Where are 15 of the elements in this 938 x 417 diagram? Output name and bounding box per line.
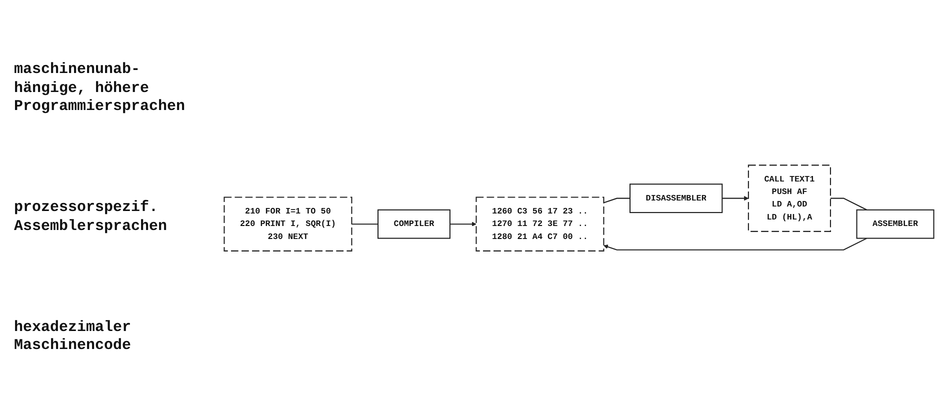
connector [352,224,378,226]
arrow [722,196,749,202]
row-label: prozessorspezif. Assemblersprachen [14,199,168,237]
node-box: DISASSEMBLER [630,184,723,214]
connector [604,198,630,204]
node-box: 1260 C3 56 17 23 .. 1270 11 72 3E 77 .. 1280 21 A4 C7 00 .. [476,197,604,252]
node-box: COMPILER [377,210,450,240]
row-label: maschinenunab- hängige, höhere Programmiersprachen [14,60,186,118]
arrow [604,238,868,251]
arrow [450,222,476,227]
connector [830,198,868,211]
node-box: 210 FOR I=1 TO 50 220 PRINT I, SQR(I) 230 NEXT [224,197,352,252]
node-box: CALL TEXT1 PUSH AF LD A,OD LD (HL),A [748,165,831,232]
row-label: hexadezimaler Maschinencode [14,318,132,356]
node-box: ASSEMBLER [856,210,934,240]
